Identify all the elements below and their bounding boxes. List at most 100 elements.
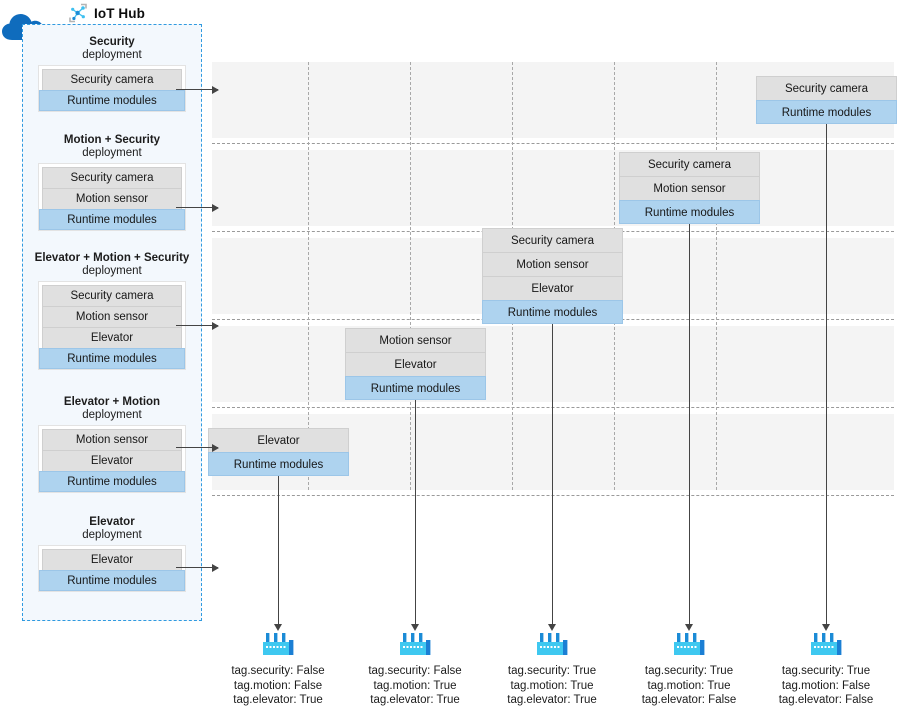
module-box[interactable]: Elevator <box>42 327 182 348</box>
module-box[interactable]: Security camera <box>42 167 182 188</box>
factory-icon <box>261 632 295 658</box>
device[interactable]: tag.security: False tag.motion: True tag.e… <box>340 632 490 708</box>
device-tag-line: tag.elevator: True <box>507 694 597 706</box>
runtime-modules-box[interactable]: Runtime modules <box>39 90 185 111</box>
deployment-subtitle: deployment <box>82 265 142 277</box>
device-tag-line: tag.security: True <box>507 665 597 677</box>
device-arrow <box>411 400 420 631</box>
device-tags: tag.security: True tag.motion: False tag.e… <box>751 664 901 708</box>
module-box[interactable]: Motion sensor <box>619 176 760 200</box>
runtime-modules-box[interactable]: Runtime modules <box>756 100 897 124</box>
module-box[interactable]: Security camera <box>42 285 182 306</box>
device-tag-line: tag.elevator: True <box>233 694 323 706</box>
grid-column-divider <box>410 62 411 490</box>
factory-icon <box>535 632 569 658</box>
runtime-modules-box[interactable]: Runtime modules <box>39 570 185 591</box>
deployment-subtitle: deployment <box>82 49 142 61</box>
module-box[interactable]: Elevator <box>208 428 349 452</box>
module-box[interactable]: Security camera <box>482 228 623 252</box>
deployment-arrow <box>176 443 219 452</box>
device-tag-line: tag.motion: True <box>510 679 594 692</box>
deployment-subtitle: deployment <box>82 409 142 421</box>
runtime-modules-box[interactable]: Runtime modules <box>39 471 185 492</box>
grid-column-divider <box>716 62 717 490</box>
module-box[interactable]: Elevator <box>42 549 182 570</box>
module-box[interactable]: Elevator <box>482 276 623 300</box>
module-box[interactable]: Security camera <box>42 69 182 90</box>
runtime-modules-box[interactable]: Runtime modules <box>39 348 185 369</box>
device-arrow <box>685 224 694 631</box>
grid-row-divider <box>212 143 894 144</box>
device-tags: tag.security: True tag.motion: True tag.el… <box>477 664 627 708</box>
module-box[interactable]: Security camera <box>619 152 760 176</box>
device-tag-line: tag.elevator: False <box>778 694 874 706</box>
deployment-title: Security <box>89 36 135 48</box>
deployment-arrow <box>176 203 219 212</box>
grid-row-band <box>212 150 894 226</box>
deployment-arrow <box>176 85 219 94</box>
module-box[interactable]: Motion sensor <box>42 306 182 327</box>
module-box[interactable]: Elevator <box>345 352 486 376</box>
runtime-modules-box[interactable]: Runtime modules <box>619 200 760 224</box>
device-tag-line: tag.security: True <box>644 665 734 677</box>
deployment-title: Elevator + Motion <box>63 396 161 408</box>
device-tag-line: tag.security: False <box>231 665 325 677</box>
device-tag-line: tag.motion: True <box>373 679 457 692</box>
device-arrow <box>548 324 557 631</box>
device-tag-line: tag.security: False <box>368 665 462 677</box>
device-tag-line: tag.motion: True <box>647 679 731 692</box>
device-tags: tag.security: False tag.motion: True tag.e… <box>340 664 490 708</box>
module-box[interactable]: Elevator <box>42 450 182 471</box>
factory-icon <box>672 632 706 658</box>
device-tag-line: tag.motion: False <box>233 679 323 692</box>
device-tag-line: tag.elevator: True <box>370 694 460 706</box>
deployment-title: Elevator + Motion + Security <box>34 252 190 264</box>
module-box[interactable]: Motion sensor <box>42 188 182 209</box>
factory-icon <box>398 632 432 658</box>
device-tags: tag.security: False tag.motion: False tag.… <box>203 664 353 708</box>
module-box[interactable]: Security camera <box>756 76 897 100</box>
runtime-modules-box[interactable]: Runtime modules <box>482 300 623 324</box>
device-arrow <box>274 476 283 631</box>
deployment-arrow <box>176 321 219 330</box>
deployment-subtitle: deployment <box>82 147 142 159</box>
device-arrow <box>822 124 831 631</box>
device[interactable]: tag.security: False tag.motion: False tag.… <box>203 632 353 708</box>
runtime-modules-box[interactable]: Runtime modules <box>208 452 349 476</box>
runtime-modules-box[interactable]: Runtime modules <box>39 209 185 230</box>
hub-title: IoT Hub <box>94 5 145 21</box>
deployment-title: Elevator <box>89 516 135 528</box>
deployment-subtitle: deployment <box>82 529 142 541</box>
deployment-arrow <box>176 563 219 572</box>
module-box[interactable]: Motion sensor <box>345 328 486 352</box>
deployment-title: Motion + Security <box>63 134 161 146</box>
module-box[interactable]: Motion sensor <box>42 429 182 450</box>
module-box[interactable]: Motion sensor <box>482 252 623 276</box>
device-tag-line: tag.motion: False <box>781 679 871 692</box>
hub-header: IoT Hub <box>68 2 145 24</box>
device[interactable]: tag.security: True tag.motion: True tag.el… <box>477 632 627 708</box>
factory-icon <box>809 632 843 658</box>
device[interactable]: tag.security: True tag.motion: False tag.e… <box>751 632 901 708</box>
runtime-modules-box[interactable]: Runtime modules <box>345 376 486 400</box>
device-tag-line: tag.security: True <box>781 665 871 677</box>
